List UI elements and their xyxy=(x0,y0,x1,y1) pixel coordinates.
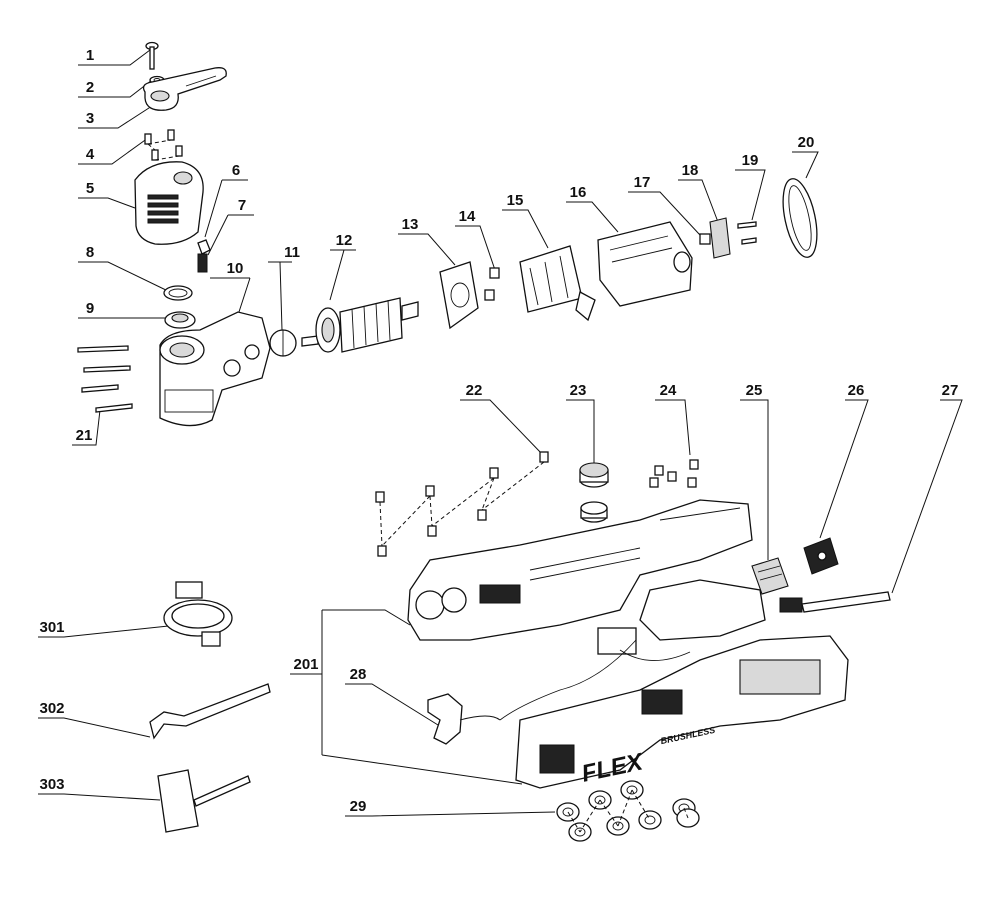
part-4-screws xyxy=(144,129,183,161)
callout-29: 29 xyxy=(350,798,367,815)
part-11-bearing xyxy=(269,329,297,357)
part-27-cable xyxy=(779,591,891,613)
part-303-spanner xyxy=(157,769,251,833)
part-13-end-plate xyxy=(439,261,479,330)
callout-303: 303 xyxy=(39,776,64,793)
callout-19: 19 xyxy=(742,152,759,169)
callout-302: 302 xyxy=(39,700,64,717)
callout-16: 16 xyxy=(570,184,587,201)
part-201-housing-left xyxy=(407,499,753,641)
part-9-bearing xyxy=(164,311,196,329)
callout-15: 15 xyxy=(507,192,524,209)
part-29-dampers xyxy=(556,780,700,842)
part-19-screws xyxy=(737,221,757,245)
callout-3: 3 xyxy=(86,110,94,127)
part-15-stator xyxy=(519,245,596,322)
callout-25: 25 xyxy=(746,382,763,399)
part-302-hex-key xyxy=(149,683,271,740)
electronics-board xyxy=(499,579,766,721)
callout-28: 28 xyxy=(350,666,367,683)
part-28-bracket xyxy=(427,693,501,745)
callout-26: 26 xyxy=(848,382,865,399)
part-20-seal-ring xyxy=(782,178,818,258)
part-23-bushings xyxy=(579,462,609,523)
callout-8: 8 xyxy=(86,244,94,261)
callout-24: 24 xyxy=(660,382,677,399)
part-5-gear-cover xyxy=(134,161,204,245)
part-10-gear-housing xyxy=(159,311,271,427)
part-12-rotor xyxy=(301,297,419,353)
callout-13: 13 xyxy=(402,216,419,233)
part-6-pin xyxy=(197,239,211,255)
part-1-screw xyxy=(145,41,159,70)
part-18-sensor-board xyxy=(709,217,731,259)
part-24-caps xyxy=(649,459,699,488)
part-7-spring xyxy=(197,253,208,273)
callout-1: 1 xyxy=(86,47,94,64)
callout-17: 17 xyxy=(634,174,651,191)
part-16-motor-housing xyxy=(597,221,693,307)
callout-27: 27 xyxy=(942,382,959,399)
callout-23: 23 xyxy=(570,382,587,399)
callout-14: 14 xyxy=(459,208,476,225)
callout-20: 20 xyxy=(798,134,815,151)
part-21-screws xyxy=(77,345,133,413)
callout-22: 22 xyxy=(466,382,483,399)
part-22-screws xyxy=(375,451,549,557)
callout-4: 4 xyxy=(86,146,95,163)
callout-21: 21 xyxy=(76,427,93,444)
callout-201: 201 xyxy=(293,656,318,673)
part-25-switch xyxy=(751,557,789,595)
callout-5: 5 xyxy=(86,180,94,197)
callout-6: 6 xyxy=(232,162,240,179)
callout-7: 7 xyxy=(238,197,246,214)
part-14-pins xyxy=(484,267,500,301)
callout-301: 301 xyxy=(39,619,64,636)
part-201-housing-right: FLEX BRUSHLESS xyxy=(515,635,849,789)
leader-lines xyxy=(38,49,963,817)
part-26-button xyxy=(803,537,839,575)
callout-12: 12 xyxy=(336,232,353,249)
part-3-lever xyxy=(142,67,227,111)
part-17-fan-clip xyxy=(699,233,711,245)
callout-9: 9 xyxy=(86,300,94,317)
callout-numbers: 1 2 3 4 5 6 7 8 9 10 11 12 13 14 15 16 1… xyxy=(39,47,958,815)
part-8-retaining-ring xyxy=(163,285,193,301)
part-301-guard-ring xyxy=(163,581,233,647)
callout-2: 2 xyxy=(86,79,94,96)
callout-11: 11 xyxy=(284,244,300,261)
callout-18: 18 xyxy=(682,162,699,179)
callout-10: 10 xyxy=(227,260,244,277)
